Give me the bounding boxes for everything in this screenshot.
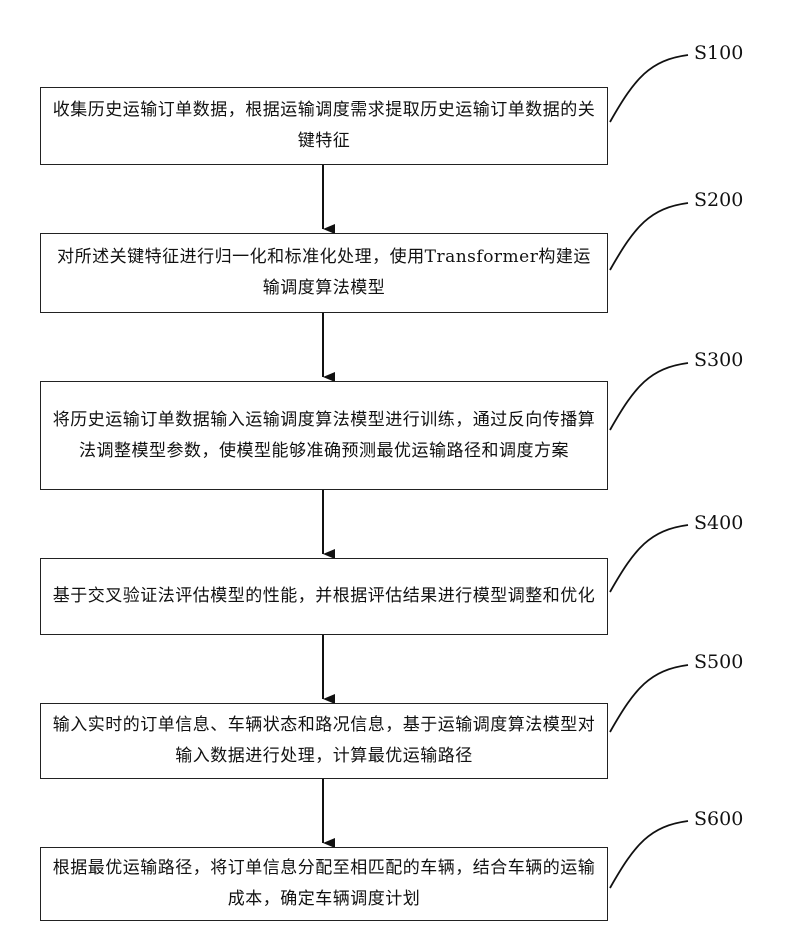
- step-label-s600: S600: [694, 808, 774, 830]
- step-box-s600: 根据最优运输路径，将订单信息分配至相匹配的车辆，结合车辆的运输成本，确定车辆调度…: [40, 847, 608, 921]
- step-text-s600: 根据最优运输路径，将订单信息分配至相匹配的车辆，结合车辆的运输成本，确定车辆调度…: [49, 853, 599, 915]
- step-box-s500: 输入实时的订单信息、车辆状态和路况信息，基于运输调度算法模型对输入数据进行处理，…: [40, 703, 608, 779]
- label-leaders: [610, 55, 688, 888]
- step-label-s200: S200: [694, 189, 774, 211]
- step-text-s300: 将历史运输订单数据输入运输调度算法模型进行训练，通过反向传播算法调整模型参数，使…: [49, 405, 599, 467]
- step-label-s400: S400: [694, 512, 774, 534]
- step-text-s200: 对所述关键特征进行归一化和标准化处理，使用Transformer构建运输调度算法…: [49, 242, 599, 304]
- step-label-s300: S300: [694, 349, 774, 371]
- step-box-s100: 收集历史运输订单数据，根据运输调度需求提取历史运输订单数据的关键特征: [40, 87, 608, 165]
- leader-s300: [610, 363, 688, 430]
- step-label-s500: S500: [694, 651, 774, 673]
- step-box-s400: 基于交叉验证法评估模型的性能，并根据评估结果进行模型调整和优化: [40, 558, 608, 635]
- leader-s100: [610, 55, 688, 122]
- leader-s200: [610, 203, 688, 270]
- step-box-s200: 对所述关键特征进行归一化和标准化处理，使用Transformer构建运输调度算法…: [40, 233, 608, 313]
- step-text-s400: 基于交叉验证法评估模型的性能，并根据评估结果进行模型调整和优化: [49, 581, 599, 612]
- step-text-s100: 收集历史运输订单数据，根据运输调度需求提取历史运输订单数据的关键特征: [49, 95, 599, 157]
- leader-s600: [610, 821, 688, 888]
- step-label-s100: S100: [694, 42, 774, 64]
- leader-s500: [610, 665, 688, 732]
- leader-s400: [610, 525, 688, 592]
- step-text-s500: 输入实时的订单信息、车辆状态和路况信息，基于运输调度算法模型对输入数据进行处理，…: [49, 710, 599, 772]
- step-box-s300: 将历史运输订单数据输入运输调度算法模型进行训练，通过反向传播算法调整模型参数，使…: [40, 381, 608, 490]
